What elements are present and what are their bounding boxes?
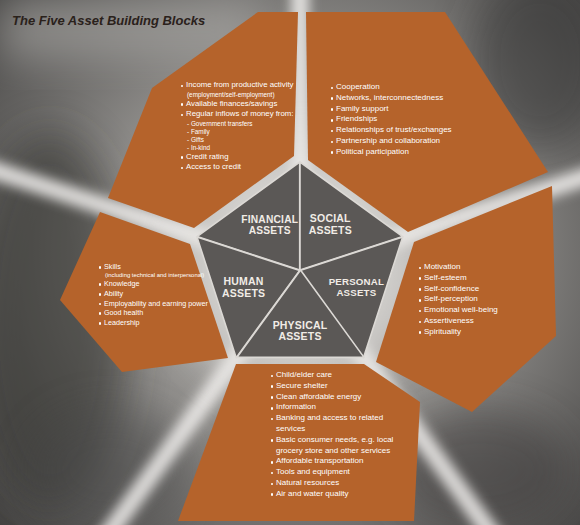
list-item-text: Skills — [98, 262, 121, 272]
sub-item-text: - In-kind — [180, 144, 210, 152]
segment-label: FINANCIAL ASSETS — [237, 214, 303, 237]
list-item-text: Access to credit — [180, 162, 241, 173]
list-item-text: Motivation — [418, 262, 460, 273]
list-item-text: Family support — [330, 104, 388, 115]
segment-label: PHYSICAL ASSETS — [267, 320, 333, 343]
list-item-text: Natural resources — [270, 478, 339, 489]
asset-list: MotivationSelf-esteemSelf-confidenceSelf… — [418, 262, 522, 338]
list-item-text: Self-perception — [418, 294, 478, 305]
list-item-text: Partnership and collaboration — [330, 136, 440, 147]
list-item-text: Banking and access to related services — [270, 413, 410, 435]
segment-label: PERSONAL ASSETS — [323, 277, 389, 298]
sub-item-text: (including technical and interpersonal) — [98, 272, 204, 279]
list-item-text: Political participation — [330, 147, 409, 158]
list-item-text: Friendships — [330, 114, 377, 125]
list-item-text: Basic consumer needs, e.g. local grocery… — [270, 435, 410, 457]
sub-item-text: - Government transfers — [180, 120, 253, 128]
orange-ray — [178, 364, 420, 521]
list-item-text: Child/elder care — [270, 370, 332, 381]
orange-ray — [376, 186, 556, 412]
sub-item-text: (employment/self-employment) — [180, 91, 275, 99]
physical-asset-ray: Child/elder careSecure shelterClean affo… — [178, 364, 420, 521]
list-item-text: Available finances/savings — [180, 99, 277, 110]
list-item-text: Self-esteem — [418, 273, 467, 284]
asset-list: CooperationNetworks, interconnectednessF… — [330, 82, 470, 158]
list-item-text: Tools and equipment — [270, 467, 350, 478]
list-item-text: Secure shelter — [270, 381, 328, 392]
list-item-text: Relationships of trust/exchanges — [330, 125, 452, 136]
list-item-text: Credit rating — [180, 152, 228, 163]
list-item-text: Clean affordable energy — [270, 392, 361, 403]
list-item-text: Cooperation — [330, 82, 380, 93]
asset-list: Child/elder careSecure shelterClean affo… — [270, 370, 410, 500]
list-item-text: Ability — [98, 289, 123, 299]
list-item-text: Regular inflows of money from: — [180, 109, 293, 120]
list-item-text: Leadership — [98, 318, 140, 328]
asset-list: Income from productive activity(employme… — [180, 80, 294, 173]
asset-list: Skills(including technical and interpers… — [98, 262, 210, 328]
list-item-text: Income from productive activity — [180, 80, 293, 91]
list-item-text: Emotional well-being — [418, 305, 498, 316]
list-item-text: Assertiveness — [418, 316, 474, 327]
list-item-text: Self-confidence — [418, 284, 479, 295]
list-item-text: Information — [270, 402, 316, 413]
sub-item-text: - Family — [180, 128, 210, 136]
diagram-title: The Five Asset Building Blocks — [12, 13, 205, 29]
personal-asset-ray: MotivationSelf-esteemSelf-confidenceSelf… — [376, 186, 556, 412]
list-item-text: Knowledge — [98, 279, 140, 289]
list-item-text: Good health — [98, 308, 143, 318]
list-item-text: Air and water quality — [270, 489, 348, 500]
list-item-text: Affordable transportation — [270, 456, 363, 467]
grey-segment — [237, 270, 364, 357]
segment-label: SOCIAL ASSETS — [297, 213, 363, 236]
list-item-text: Employability and earning power — [98, 299, 208, 309]
segment-label: HUMAN ASSETS — [211, 276, 277, 299]
sub-item-text: - Gifts — [180, 136, 204, 144]
list-item-text: Spirituality — [418, 327, 461, 338]
list-item-text: Networks, interconnectedness — [330, 93, 443, 104]
